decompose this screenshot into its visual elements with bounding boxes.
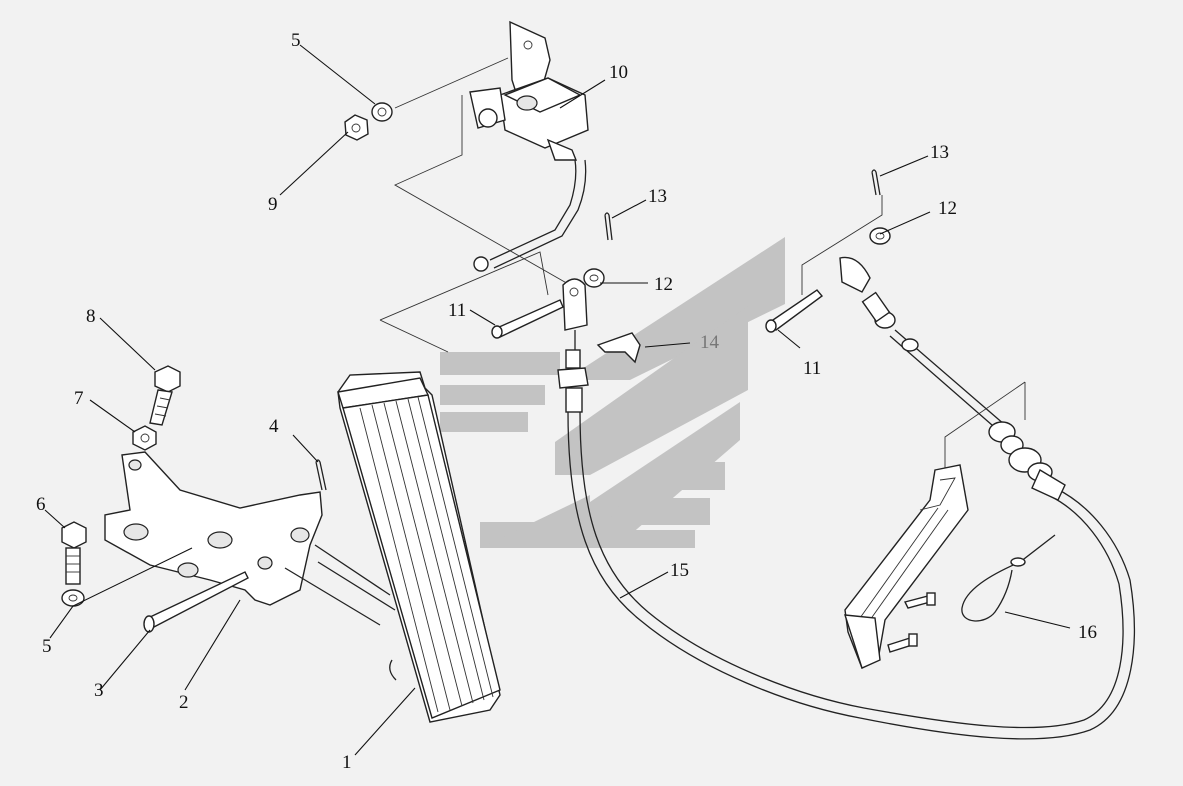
callout-labels: 1 2 3 4 5 5 6 7 8 9 10 11 11 12 12 13 13… (36, 30, 1097, 773)
watermark-logo (440, 237, 785, 548)
callout-4: 4 (269, 416, 279, 437)
bolt-8 (149, 365, 181, 426)
assembly-lines-center (379, 57, 571, 353)
accelerator-pedal (337, 371, 501, 723)
washer-5-top (371, 102, 393, 122)
screw-upper (903, 592, 936, 609)
nut-9 (344, 114, 369, 141)
callout-9: 9 (268, 194, 278, 215)
pin-11-center (491, 299, 564, 339)
leader-lines (44, 44, 1071, 756)
pin-3 (143, 571, 249, 633)
callout-5-left: 5 (42, 636, 52, 657)
cotter-pin-4 (315, 459, 327, 491)
screw-lower (887, 633, 918, 653)
nut-7 (132, 425, 157, 451)
callout-16: 16 (1078, 622, 1097, 643)
washer-12-center (583, 268, 605, 288)
clip-14 (596, 332, 641, 364)
callout-2: 2 (179, 692, 189, 713)
callout-12-center: 12 (654, 274, 673, 295)
callout-1: 1 (342, 752, 352, 773)
pedal-sensor-10 (469, 20, 589, 272)
wire-clip-16 (961, 534, 1056, 622)
washer-5-left (61, 589, 85, 607)
cable-bracket-right (844, 464, 969, 669)
assembly-lines-right (801, 195, 1026, 470)
cotter-13-right (871, 169, 881, 196)
pedal-bracket (104, 451, 396, 626)
cable-end-right (839, 256, 1066, 501)
callout-13-right: 13 (930, 142, 949, 163)
throttle-cable-15 (567, 411, 1135, 740)
cable-clevis-center (557, 278, 589, 413)
callout-13-center: 13 (648, 186, 667, 207)
callout-7: 7 (74, 388, 84, 409)
callout-8: 8 (86, 306, 96, 327)
callout-14: 14 (700, 332, 720, 353)
callout-11-right: 11 (803, 358, 821, 379)
callout-3: 3 (94, 680, 104, 701)
callout-11-center: 11 (448, 300, 466, 321)
callout-6: 6 (36, 494, 46, 515)
cotter-13-center (604, 212, 613, 241)
callout-15: 15 (670, 560, 689, 581)
adjuster-nuts (988, 421, 1066, 501)
bolt-6 (61, 521, 87, 585)
callout-5-top: 5 (291, 30, 301, 51)
callout-10: 10 (609, 62, 628, 83)
pin-11-right (765, 289, 824, 333)
callout-12-right: 12 (938, 198, 957, 219)
